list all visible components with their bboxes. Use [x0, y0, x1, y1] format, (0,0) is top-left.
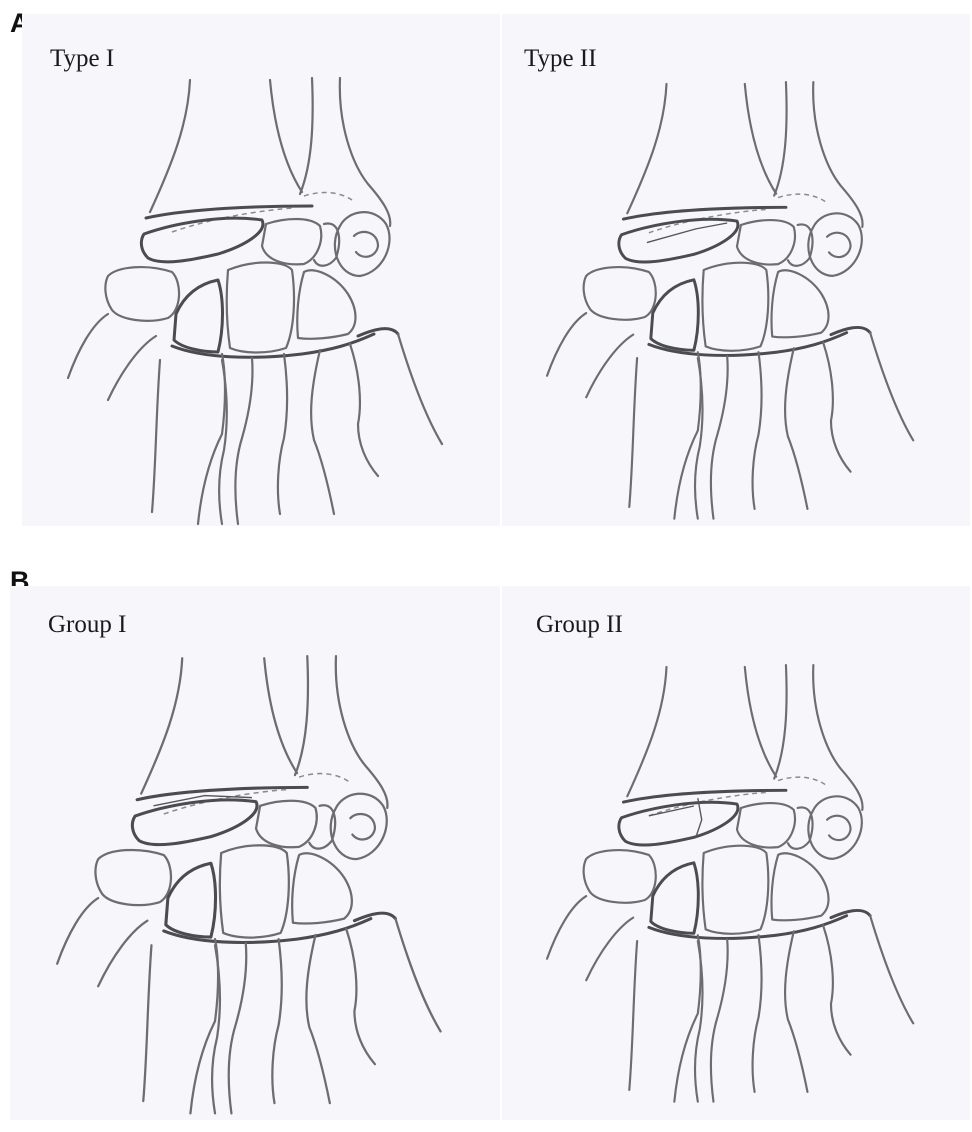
panel-type-2: Type II — [502, 14, 970, 526]
wrist-drawing-group-1 — [10, 586, 500, 1120]
wrist-drawing-type-1 — [22, 14, 500, 526]
panel-label-group-2: Group II — [536, 612, 623, 637]
wrist-drawing-type-2 — [502, 14, 970, 526]
panel-group-2: Group II — [502, 586, 970, 1120]
panel-label-type-2: Type II — [524, 46, 597, 71]
panel-type-1: Type I — [22, 14, 500, 526]
panel-group-1: Group I — [10, 586, 500, 1120]
wrist-drawing-group-2 — [502, 586, 970, 1120]
panel-label-type-1: Type I — [50, 46, 114, 71]
panel-label-group-1: Group I — [48, 612, 126, 637]
